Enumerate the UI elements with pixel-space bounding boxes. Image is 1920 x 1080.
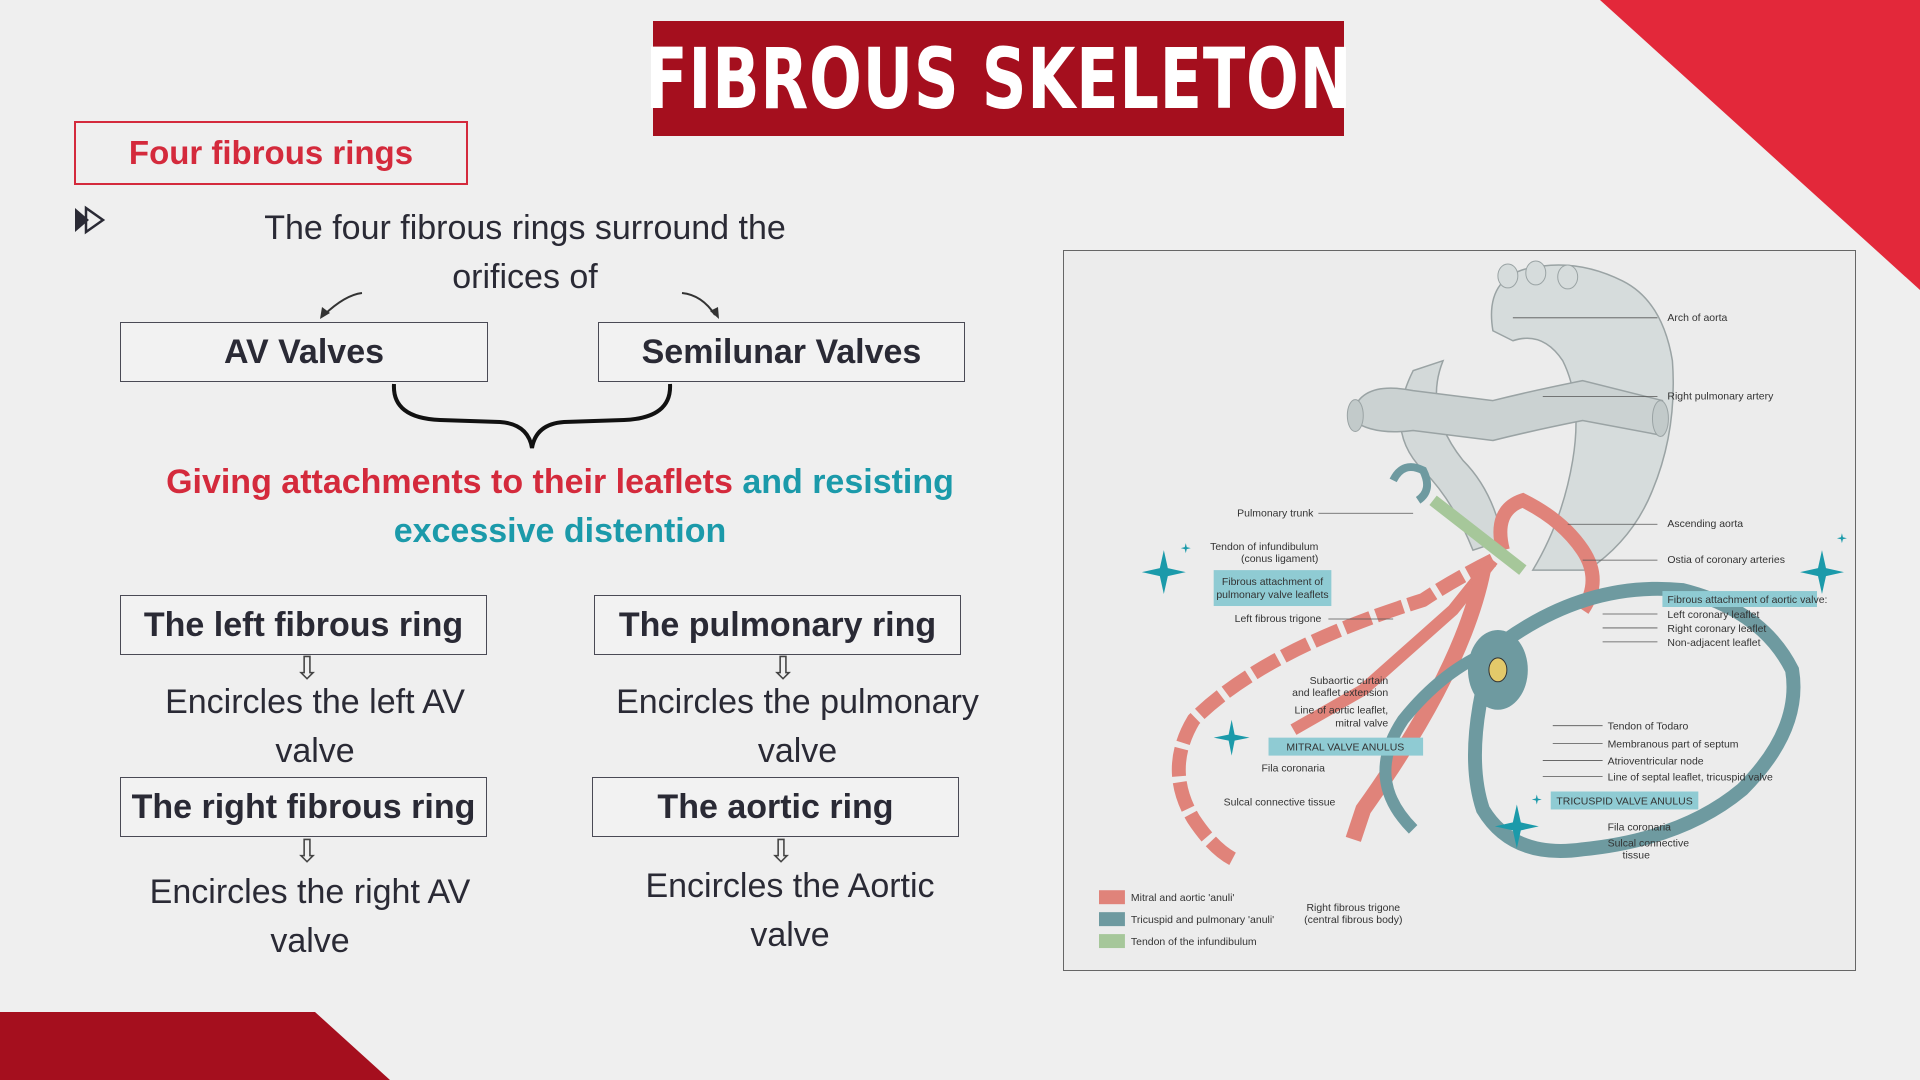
label-sulcal-right-1: Sulcal connective [1608,838,1690,849]
label-line-aortic-1: Line of aortic leaflet, [1294,706,1388,717]
label-fibrous-aortic: Fibrous attachment of aortic valve: [1667,595,1827,606]
label-arch-of-aorta: Arch of aorta [1667,313,1727,324]
legend-label-mitral: Mitral and aortic 'anuli' [1131,893,1235,904]
page-title: FIBROUS SKELETON [645,21,1351,136]
label-box-mitral [1268,737,1424,756]
right-fibrous-ring-box: The right fibrous ring [120,777,487,837]
legend-swatch-tricuspid [1099,912,1125,927]
label-fibrous-pulmonary-1: Fibrous attachment of [1222,577,1323,588]
intro-line-2: orifices of [452,258,598,296]
section-tag: Four fibrous rings [74,121,468,185]
branch-arrows [320,292,719,319]
semilunar-valves-box: Semilunar Valves [598,322,965,382]
label-ostia-coronary: Ostia of coronary arteries [1667,555,1785,566]
sparkle-icon [1141,550,1186,595]
pulmonary-ring-description: Encircles the pulmonary valve [590,678,1005,776]
sparkle-icon [1531,794,1542,805]
label-membranous-septum: Membranous part of septum [1608,740,1739,751]
label-mitral-anulus: MITRAL VALVE ANULUS [1286,743,1404,754]
label-fila-coronaria-right: Fila coronaria [1608,822,1672,833]
label-pulmonary-trunk: Pulmonary trunk [1237,508,1314,519]
label-tricuspid-anulus: TRICUSPID VALVE ANULUS [1556,796,1692,807]
down-arrow-icon: ⇩ [767,833,795,869]
label-fibrous-pulmonary-2: pulmonary valve leaflets [1216,590,1328,601]
sparkle-icons [1141,533,1847,849]
down-arrow-icon: ⇩ [293,650,321,686]
left-ring-desc-line2: valve [275,732,355,770]
left-fibrous-ring-box: The left fibrous ring [120,595,487,655]
label-right-coronary-leaflet: Right coronary leaflet [1667,624,1766,635]
label-subaortic-2: and leaflet extension [1292,688,1388,699]
left-ring-description: Encircles the left AV valve [115,678,515,776]
label-non-adjacent-leaflet: Non-adjacent leaflet [1667,638,1760,649]
down-arrow-icon: ⇩ [293,833,321,869]
sparkle-icon [1494,804,1539,849]
aortic-ring-description: Encircles the Aortic valve [590,862,990,960]
label-tendon-infundibulum-2: (conus ligament) [1241,554,1318,565]
label-subaortic-1: Subaortic curtain [1310,676,1389,687]
label-box-aortic [1662,591,1818,608]
right-ring-desc-line1: Encircles the right AV [149,873,471,911]
aortic-ring-desc-line1: Encircles the Aortic [645,867,935,905]
label-av-node: Atrioventricular node [1608,757,1704,768]
aortic-ring-box: The aortic ring [592,777,959,837]
mitral-aortic-anulus [1171,492,1600,866]
purpose-text: Giving attachments to their leaflets and… [120,458,1000,556]
purpose-teal-2: excessive distention [393,512,727,550]
curly-brace-icon [391,383,673,449]
av-valves-box: AV Valves [120,322,488,382]
left-ring-desc-line1: Encircles the left AV [165,683,465,721]
sparkle-icon [1180,543,1191,554]
diagram-legend: Mitral and aortic 'anuli' Tricuspid and … [1099,890,1274,948]
right-ring-desc-line2: valve [270,922,350,960]
corner-decoration-bottom-left [0,1012,390,1080]
label-line-septal: Line of septal leaflet, tricuspid valve [1608,773,1773,784]
right-ring-description: Encircles the right AV valve [110,868,510,966]
tendon-infundibulum [1429,495,1527,575]
label-left-fibrous-trigone: Left fibrous trigone [1235,614,1322,625]
label-fila-coronaria-left: Fila coronaria [1262,764,1326,775]
legend-swatch-tendon [1099,934,1125,949]
fast-forward-icon [75,205,106,235]
down-arrow-icon: ⇩ [769,650,797,686]
sparkle-icon [1836,533,1847,544]
pulmonary-ring-box: The pulmonary ring [594,595,961,655]
purpose-teal-1: and resisting [742,463,954,501]
label-tendon-todaro: Tendon of Todaro [1608,722,1689,733]
label-line-aortic-2: mitral valve [1335,719,1388,730]
legend-label-tricuspid: Tricuspid and pulmonary 'anuli' [1131,915,1274,926]
sparkle-icon [1213,719,1250,756]
pulmonary-ring-desc-line2: valve [757,732,838,770]
label-tendon-infundibulum-1: Tendon of infundibulum [1210,542,1319,553]
corner-decoration-top-right [1600,0,1920,290]
label-box-pulmonary [1213,570,1332,607]
pulmonary-ring-desc-line1: Encircles the pulmonary [616,683,979,721]
label-sulcal-left: Sulcal connective tissue [1224,797,1336,808]
label-sulcal-right-2: tissue [1623,850,1651,861]
label-left-coronary-leaflet: Left coronary leaflet [1667,610,1759,621]
legend-label-tendon: Tendon of the infundibulum [1131,937,1257,948]
tricuspid-pulmonary-anulus [1379,463,1801,858]
aortic-ring-desc-line2: valve [750,916,830,954]
label-right-trigone-1: Right fibrous trigone [1306,903,1400,914]
leader-lines [1318,317,1658,777]
intro-line-1: The four fibrous rings surround the [264,209,786,247]
label-ascending-aorta: Ascending aorta [1667,519,1743,530]
aorta-illustration [1346,260,1674,571]
legend-swatch-mitral [1099,890,1125,905]
purpose-red: Giving attachments to their leaflets [166,463,733,501]
label-box-tricuspid [1550,791,1699,810]
label-right-pulmonary-artery: Right pulmonary artery [1667,392,1774,403]
fibrous-skeleton-diagram: Arch of aorta Right pulmonary artery Pul… [1063,250,1856,971]
label-right-trigone-2: (central fibrous body) [1304,915,1402,926]
intro-text: The four fibrous rings surround the orif… [200,204,850,302]
sparkle-icon [1800,550,1844,595]
